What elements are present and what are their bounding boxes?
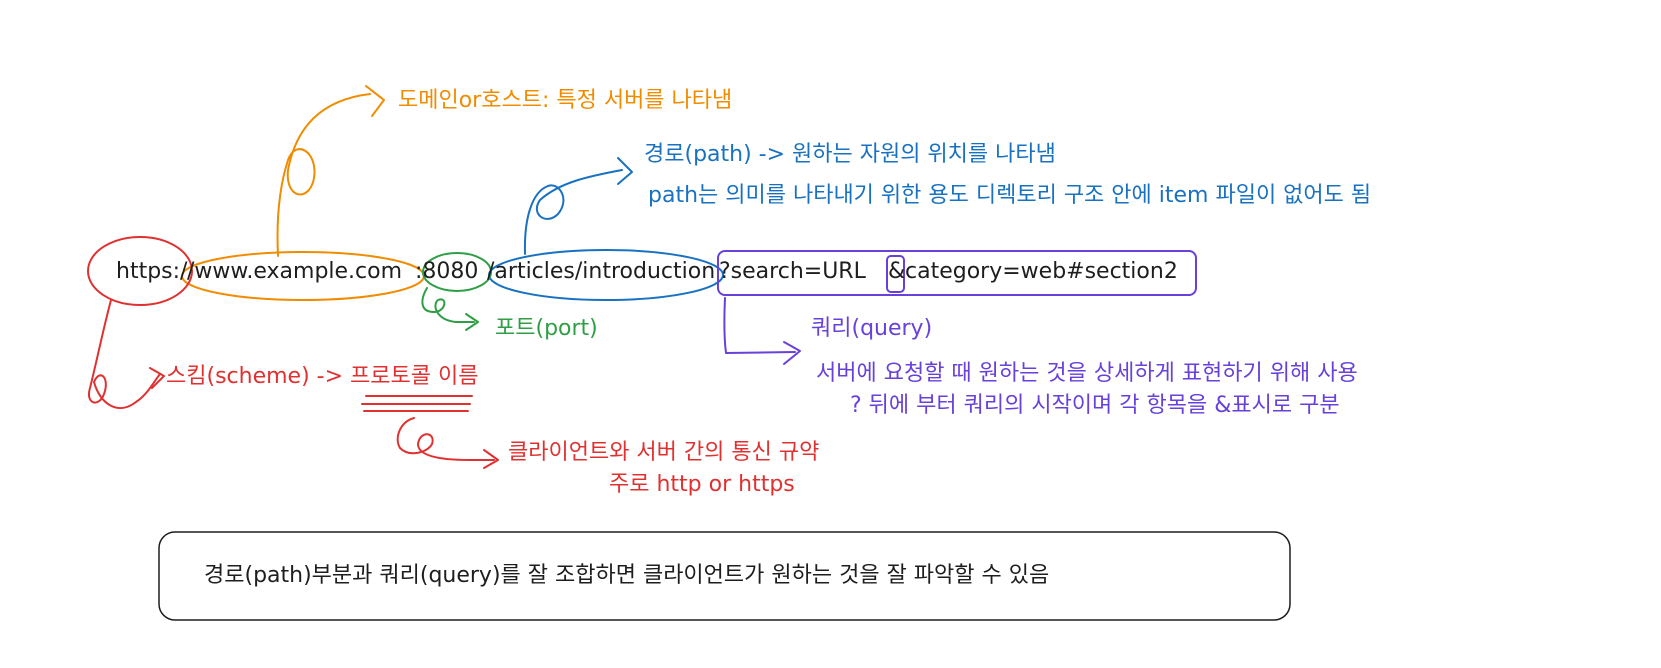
url-host: /www.example.com (187, 259, 403, 284)
port-label: 포트(port) (495, 316, 598, 341)
scheme-label-prefix: 스킴(scheme) -> (166, 364, 351, 389)
protocol-arrow (396, 417, 495, 461)
url-scheme: https:/ (116, 259, 188, 284)
protocol-description-1: 클라이언트와 서버 간의 통신 규약 (508, 440, 820, 465)
protocol-arrow-head (483, 449, 499, 469)
domain-label: 도메인or호스트: 특정 서버를 나타냄 (398, 88, 733, 113)
path-description: path는 의미를 나타내기 위한 용도 디렉토리 구조 안에 item 파일이… (648, 183, 1372, 208)
query-arrow-head (783, 341, 801, 365)
query-description-2: ? 뒤에 부터 쿼리의 시작이며 각 항목을 &표시로 구분 (850, 393, 1340, 418)
url-port: :8080 (415, 259, 479, 284)
path-ellipse (488, 249, 724, 301)
url-query-category: category=web#section2 (905, 259, 1178, 284)
query-annotation-strokes (717, 250, 1197, 365)
port-arrow-head (465, 313, 479, 331)
query-description-1: 서버에 요청할 때 원하는 것을 상세하게 표현하기 위해 사용 (816, 361, 1358, 386)
path-title-label: 경로(path) -> 원하는 자원의 위치를 나타냄 (644, 142, 1056, 167)
path-arrow (523, 169, 623, 255)
port-arrow (421, 287, 475, 323)
host-arrow (276, 93, 371, 257)
scheme-arrow-head (149, 367, 165, 389)
summary-box (158, 531, 1291, 621)
url-query-ampersand: & (888, 259, 906, 284)
path-arrow-head (617, 157, 633, 185)
ampersand-box (886, 255, 905, 293)
path-annotation-strokes (488, 157, 724, 301)
url-path: /articles/introduction (487, 259, 716, 284)
scheme-protocol-word: 프로토콜 (350, 364, 431, 389)
scheme-label-suffix: 이름 (430, 364, 479, 389)
scheme-label: 스킴(scheme) -> 프로토콜 이름 (166, 364, 478, 390)
query-arrow (723, 297, 796, 354)
port-ellipse (422, 252, 492, 292)
scheme-ellipse (87, 236, 193, 306)
summary-text: 경로(path)부분과 쿼리(query)를 잘 조합하면 클라이언트가 원하는… (204, 563, 1050, 588)
query-box (717, 250, 1197, 296)
url-query-search: ?search=URL (719, 259, 866, 284)
query-title-label: 쿼리(query) (811, 316, 933, 341)
scheme-arrow (87, 299, 161, 409)
port-annotation-strokes (421, 252, 492, 331)
protocol-description-2: 주로 http or https (609, 472, 795, 497)
scheme-annotation-strokes (87, 236, 499, 469)
host-arrow-head (365, 85, 385, 117)
